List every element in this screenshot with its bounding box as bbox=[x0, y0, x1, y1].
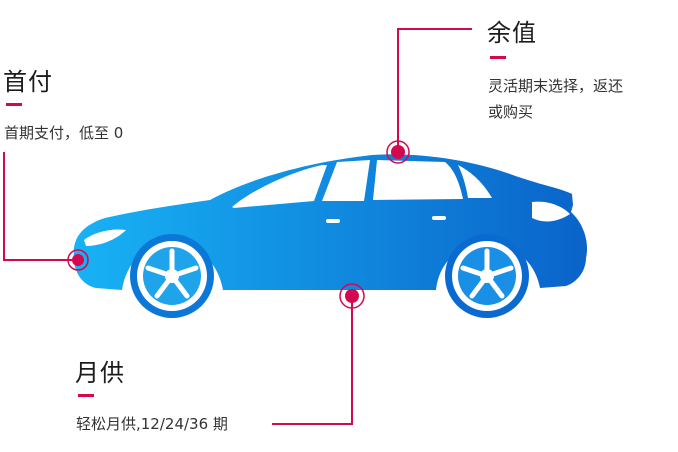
door-handle-rear bbox=[432, 216, 446, 220]
small-rear-window bbox=[458, 165, 492, 198]
residual-marker bbox=[386, 140, 410, 164]
residual-value-description-line2: 或购买 bbox=[488, 103, 534, 121]
residual-value-accent-dash bbox=[490, 56, 506, 59]
tail-light bbox=[532, 201, 570, 222]
monthly-payment-description: 轻松月供,12/24/36 期 bbox=[76, 415, 228, 433]
down-payment-accent-dash bbox=[6, 103, 22, 106]
down-payment-marker bbox=[67, 249, 89, 271]
front-door-window bbox=[322, 160, 370, 201]
monthly-marker bbox=[339, 283, 365, 309]
residual-value-title: 余值 bbox=[487, 19, 537, 47]
down-payment-title: 首付 bbox=[3, 68, 53, 96]
residual-value-description-line1: 灵活期末选择，返还 bbox=[488, 77, 624, 95]
rear-quarter-window bbox=[232, 165, 327, 208]
rear-wheel bbox=[445, 234, 529, 318]
headlight bbox=[84, 229, 126, 246]
rear-door-window bbox=[373, 160, 463, 200]
residual-leader-line bbox=[397, 28, 472, 151]
down-payment-description: 首期支付，低至 0 bbox=[4, 124, 124, 142]
door-handle-front bbox=[326, 219, 340, 223]
monthly-payment-accent-dash bbox=[78, 394, 94, 397]
monthly-payment-title: 月供 bbox=[75, 359, 125, 387]
front-wheel bbox=[130, 234, 214, 318]
monthly-leader-line bbox=[272, 296, 353, 425]
down-payment-leader-line bbox=[3, 152, 76, 261]
